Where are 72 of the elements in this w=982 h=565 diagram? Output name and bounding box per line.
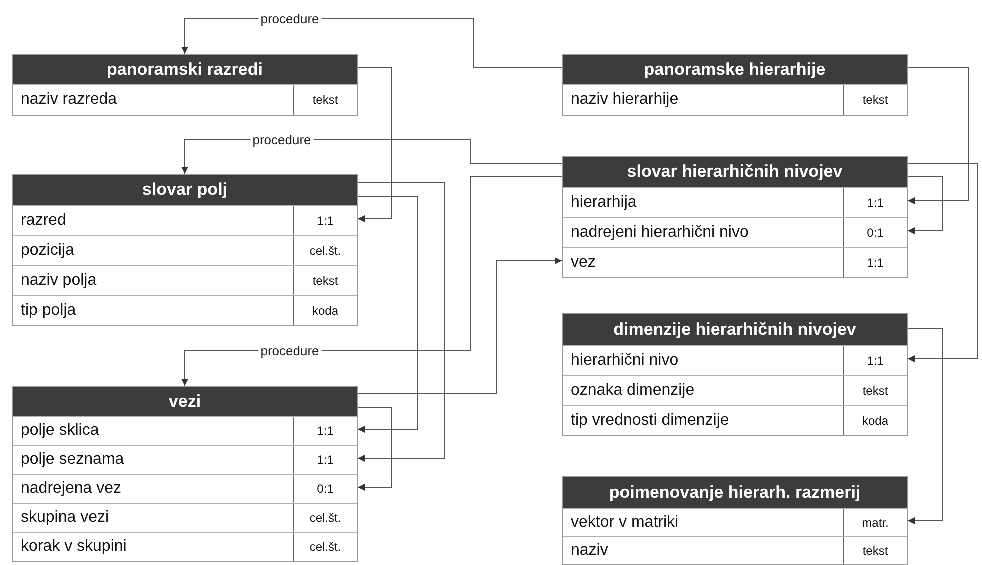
field-type: tekst: [293, 85, 357, 115]
field-name: nadrejena vez: [20, 479, 123, 499]
field-name: naziv razreda: [20, 90, 118, 110]
field-name: polje seznama: [20, 450, 126, 470]
table-row: [13, 503, 357, 532]
table-row: [563, 217, 907, 247]
field-name: vektor v matriki: [570, 512, 680, 532]
edge-label: procedure: [250, 132, 314, 148]
table-title: poimenovanje hierarh. razmerij: [563, 477, 907, 508]
entity-table: [562, 54, 908, 116]
connector-arrow: [908, 164, 978, 362]
entity-table: [12, 174, 358, 326]
field-type: 1:1: [843, 248, 907, 277]
entity-table: [562, 156, 908, 278]
field-name: naziv hierarhije: [570, 90, 680, 110]
table-row: [563, 247, 907, 277]
table-row: [13, 474, 357, 503]
edge-label: procedure: [258, 344, 322, 358]
connector-arrow: [908, 68, 970, 204]
table-row: [563, 375, 907, 405]
field-name: polje sklica: [20, 421, 100, 441]
table-row: [13, 445, 357, 474]
table-title: dimenzije hierarhičnih nivojev: [563, 314, 907, 345]
field-name: oznaka dimenzije: [570, 380, 696, 400]
field-name: vez: [570, 252, 597, 272]
field-name: razred: [20, 210, 68, 230]
table-row: [563, 536, 907, 564]
table-row: [13, 416, 357, 445]
table-row: [13, 235, 357, 265]
entity-table: [12, 386, 358, 562]
field-name: korak v skupini: [20, 537, 128, 557]
table-row: [563, 84, 907, 115]
field-name: pozicija: [20, 240, 76, 260]
table-title: slovar polj: [13, 175, 357, 205]
connector-arrow: [358, 68, 392, 222]
field-name: tip polja: [20, 300, 78, 320]
table-row: [563, 405, 907, 435]
table-row: [13, 295, 357, 325]
entity-table: [12, 54, 358, 116]
field-type: koda: [293, 296, 357, 325]
field-name: naziv polja: [20, 270, 98, 290]
field-name: hierarhija: [570, 192, 638, 212]
table-title: panoramski razredi: [13, 55, 357, 84]
connector-arrow: [908, 176, 944, 234]
entity-table: [562, 313, 908, 436]
entity-table: [562, 476, 908, 565]
field-name: naziv: [570, 540, 610, 560]
table-row: [13, 205, 357, 235]
connector-arrow: [182, 176, 562, 386]
table-title: vezi: [13, 387, 357, 416]
connector-arrow: [358, 258, 562, 394]
field-name: tip vrednosti dimenzije: [570, 410, 730, 430]
table-row: [563, 508, 907, 536]
connector-arrow: [358, 182, 446, 462]
connector-arrow: [908, 328, 944, 524]
table-row: [13, 265, 357, 295]
field-name: hierarhični nivo: [570, 350, 680, 370]
field-name: nadrejeni hierarhični nivo: [570, 222, 750, 242]
field-type: tekst: [843, 85, 907, 115]
table-row: [563, 187, 907, 217]
edge-label: procedure: [258, 12, 322, 26]
table-title: slovar hierarhičnih nivojev: [563, 157, 907, 187]
connector-arrow: [358, 196, 418, 433]
table-row: [13, 532, 357, 561]
table-row: [563, 345, 907, 375]
table-title: panoramske hierarhije: [563, 55, 907, 84]
field-type: cel.št.: [293, 533, 357, 561]
field-type: tekst: [843, 537, 907, 564]
connector-arrow: [358, 408, 392, 491]
field-name: skupina vezi: [20, 508, 110, 528]
table-row: [13, 84, 357, 115]
field-type: koda: [843, 406, 907, 435]
